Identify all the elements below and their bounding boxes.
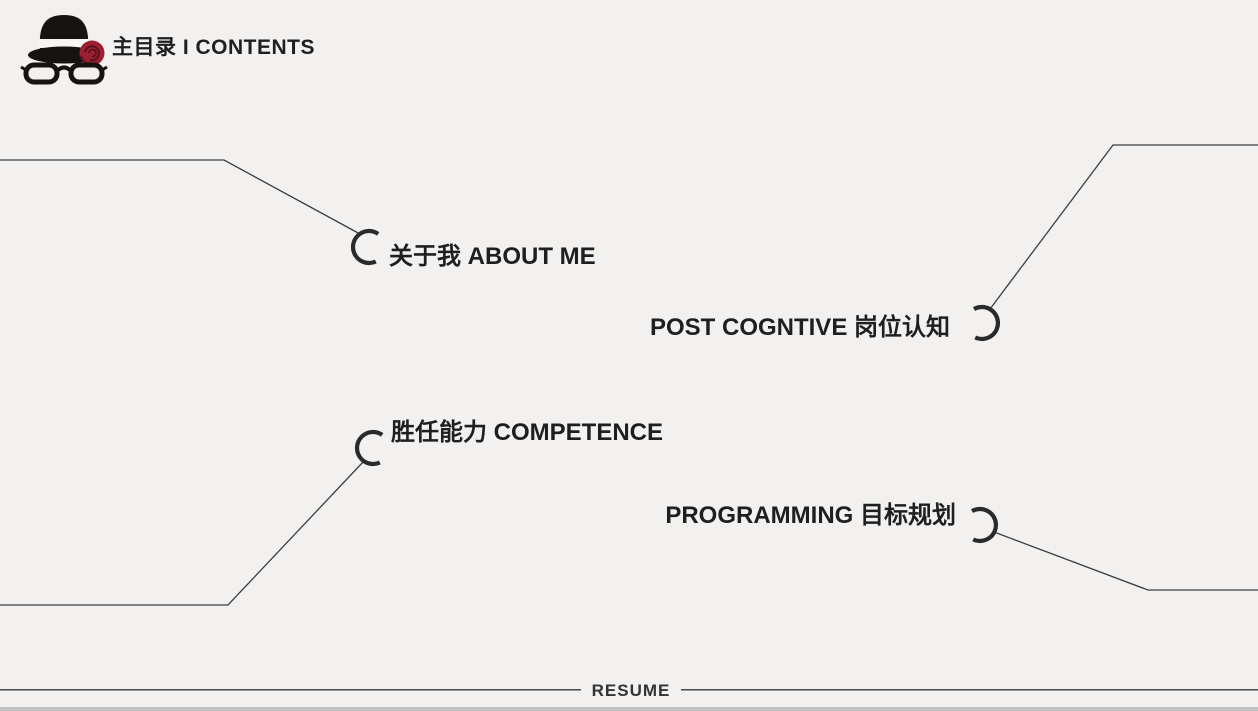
circle-marker-programming	[970, 506, 999, 544]
hat-band	[38, 39, 90, 48]
connector-line-competence	[0, 460, 365, 606]
hat-glasses-rose-logo-icon	[20, 15, 108, 85]
connector-line-about	[0, 159, 361, 235]
page-title: 主目录 I CONTENTS	[112, 36, 316, 59]
toc-item-about-me[interactable]: 关于我 ABOUT ME	[389, 243, 596, 270]
connector-line-programming	[993, 531, 1258, 591]
toc-item-competence[interactable]: 胜任能力 COMPETENCE	[391, 419, 664, 446]
circle-marker-post	[972, 304, 1001, 342]
circle-marker-about	[350, 228, 380, 266]
footer-rule-right	[681, 689, 1258, 691]
footer-rule-left	[0, 689, 581, 691]
connector-line-post	[989, 144, 1258, 310]
rose-icon	[79, 40, 105, 66]
toc-item-post-cognitive[interactable]: POST COGNTIVE 岗位认知	[649, 314, 950, 341]
circle-marker-competence	[354, 429, 384, 467]
footer-resume-label: RESUME	[591, 681, 671, 700]
slide-bottom-edge	[0, 707, 1258, 711]
toc-item-programming[interactable]: PROGRAMMING 目标规划	[665, 502, 956, 529]
glasses	[20, 62, 108, 85]
